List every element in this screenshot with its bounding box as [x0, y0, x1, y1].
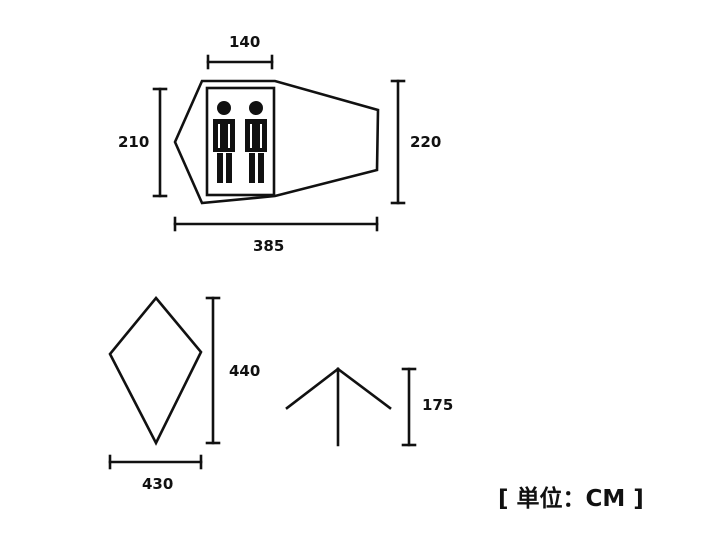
dimension-line-430	[108, 454, 203, 470]
diamond-tarp-outline	[108, 295, 203, 446]
label-tarp-height: 440	[229, 362, 261, 380]
unit-label: [ 単位：CM ]	[498, 486, 644, 512]
dimension-line-175	[401, 367, 417, 447]
label-tarp-width: 430	[142, 475, 174, 493]
dimension-line-220	[390, 79, 406, 205]
pole-frame	[285, 367, 392, 447]
dimension-line-440	[205, 296, 221, 445]
label-floor-width: 140	[229, 33, 261, 51]
label-pole-height: 175	[422, 396, 454, 414]
dimension-line-210	[152, 87, 168, 198]
dimension-line-140	[206, 54, 274, 70]
label-floor-length-right: 220	[410, 133, 442, 151]
dimension-line-385	[173, 216, 379, 232]
label-floor-total-length: 385	[253, 237, 285, 255]
person-icon	[213, 101, 235, 183]
sleeping-area-rect	[205, 86, 276, 197]
label-floor-length-left: 210	[118, 133, 150, 151]
person-icon	[245, 101, 267, 183]
floor-plan-outline	[173, 79, 380, 205]
